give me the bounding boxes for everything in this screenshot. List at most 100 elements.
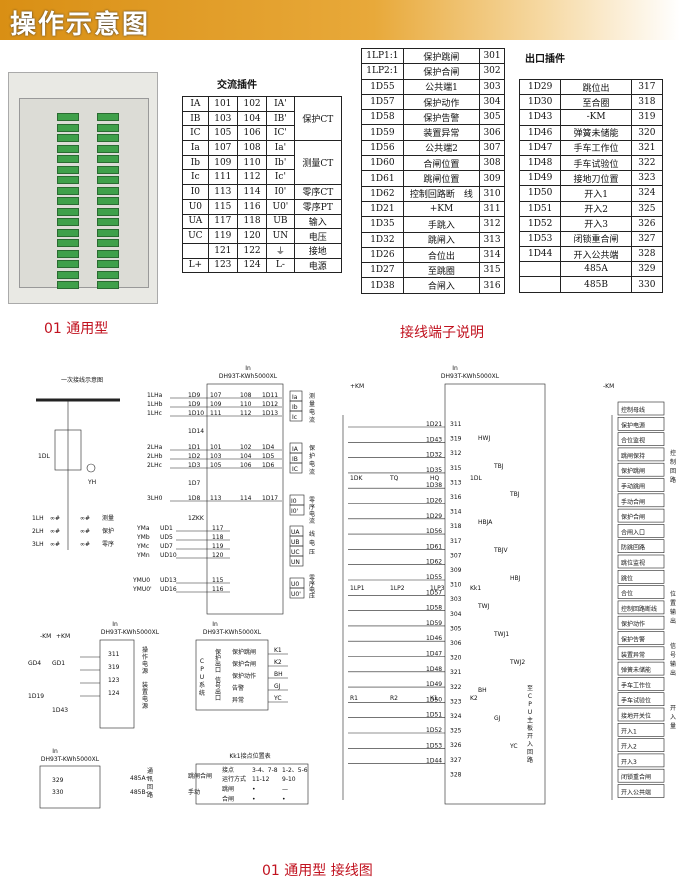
section-banner: 操作示意图 bbox=[0, 0, 680, 40]
pt-label: YH bbox=[87, 479, 96, 486]
primary-title: 一次接线示意图 bbox=[61, 376, 103, 384]
right-group: 信 bbox=[670, 642, 676, 650]
terminal-label: 330 bbox=[52, 789, 64, 796]
node-label: 311 bbox=[450, 421, 462, 428]
breaker-box bbox=[54, 429, 82, 471]
table-cell: 118 bbox=[236, 213, 268, 230]
cpu-label: U bbox=[200, 674, 204, 681]
node-label: 317 bbox=[450, 538, 462, 545]
zero-volt-text: 序 bbox=[309, 580, 315, 588]
node-label: 318 bbox=[450, 523, 462, 530]
table-cell: I0' bbox=[266, 184, 295, 200]
device-model: DH93T-KWh5000XL bbox=[101, 629, 160, 636]
table-cell: 1D57 bbox=[361, 93, 404, 111]
in-label: In bbox=[212, 621, 218, 628]
kk-cell: 跳闸 bbox=[222, 785, 234, 793]
group-label: 测量CT bbox=[293, 140, 343, 186]
misc-label: 1LP1 bbox=[350, 585, 365, 592]
table-cell: UB bbox=[266, 213, 295, 230]
cpu-vert-text: 主 bbox=[527, 716, 533, 724]
right-label-box bbox=[617, 447, 665, 462]
cpu-vert-text: 回 bbox=[527, 749, 533, 756]
table-cell: 至跳圈 bbox=[402, 262, 481, 279]
kk-cell: 合闸 bbox=[222, 795, 234, 803]
table-cell: IA bbox=[182, 96, 209, 112]
table-cell: 1D58 bbox=[361, 109, 404, 126]
cpu-group: 保 bbox=[215, 648, 221, 656]
tag-box bbox=[289, 410, 303, 422]
table-cell: 1D43 bbox=[518, 109, 562, 126]
measure-text: 量 bbox=[309, 401, 315, 408]
ct-label: 2LH bbox=[32, 528, 44, 535]
table-cell: 313 bbox=[479, 231, 505, 248]
right-label-box bbox=[617, 600, 665, 615]
terminal-label: UD13 bbox=[160, 577, 177, 584]
kk-table bbox=[195, 763, 309, 805]
kk-cell: — bbox=[282, 786, 288, 793]
table-cell: UN bbox=[266, 228, 295, 244]
terminal-block bbox=[57, 176, 79, 184]
terminal-label: 1D12 bbox=[262, 401, 278, 408]
terminal-label: 1D10 bbox=[188, 410, 204, 417]
km-label: -KM bbox=[40, 633, 51, 640]
volt-text: 压 bbox=[309, 549, 315, 556]
ct-wire-label: 2LHc bbox=[147, 462, 162, 469]
group-label: 电压 bbox=[293, 228, 343, 244]
right-group: 路 bbox=[670, 476, 676, 484]
measure-text: 电 bbox=[309, 408, 315, 416]
table-cell: 1D35 bbox=[361, 216, 404, 233]
table-cell: Ia bbox=[182, 140, 209, 156]
table-cell: 1D49 bbox=[518, 170, 562, 187]
table-cell: 1D44 bbox=[518, 246, 562, 263]
relay-label: HBJ bbox=[510, 575, 521, 582]
protect-text: 电 bbox=[309, 460, 315, 468]
tag-box bbox=[289, 462, 303, 474]
terminal-block bbox=[57, 144, 79, 153]
terminal-label: 1D17 bbox=[262, 495, 278, 502]
km-label: +KM bbox=[350, 383, 364, 390]
table-cell: UC bbox=[182, 228, 209, 244]
d-label: 1D55 bbox=[426, 574, 442, 581]
terminal-label: 108 bbox=[240, 392, 252, 399]
node-label: 303 bbox=[450, 596, 462, 603]
right-label-box bbox=[617, 768, 665, 783]
node-label: 321 bbox=[450, 669, 462, 676]
table-cell: 合闸入 bbox=[402, 277, 481, 294]
right-label-box bbox=[617, 432, 665, 446]
ct-wire-label: 2LHa bbox=[147, 444, 163, 451]
terminal-label: 106 bbox=[240, 462, 252, 469]
node-label: 315 bbox=[450, 465, 462, 472]
terminal-label: 1D1 bbox=[188, 444, 200, 451]
kk-cell: • bbox=[252, 786, 256, 793]
terminal-label: 1D14 bbox=[188, 428, 204, 435]
protect-text: 保 bbox=[309, 444, 315, 452]
table-cell: 329 bbox=[630, 261, 664, 278]
cpu-vert-text: 至 bbox=[527, 685, 533, 692]
terminal-label: 319 bbox=[108, 664, 120, 671]
table-cell: 装置异常 bbox=[402, 124, 481, 141]
section-title: 操作示意图 bbox=[10, 10, 151, 40]
table-cell: 1D59 bbox=[361, 124, 404, 141]
table-cell: -KM bbox=[560, 109, 632, 126]
terminal-label: 104 bbox=[240, 453, 252, 460]
table-cell: 开入1 bbox=[560, 185, 632, 202]
tag-label: UB bbox=[291, 539, 300, 546]
relay-label: GJ bbox=[494, 715, 501, 722]
d-label: 1D46 bbox=[426, 635, 442, 642]
terminal-label: 1D4 bbox=[262, 444, 274, 451]
table-cell: ⏚ bbox=[266, 242, 295, 259]
table-cell: UA bbox=[182, 213, 209, 230]
tag-label: UC bbox=[291, 549, 300, 556]
terminal-block bbox=[57, 281, 79, 289]
terminal-label: GD1 bbox=[52, 660, 65, 667]
d-label: 1D47 bbox=[426, 651, 442, 658]
table-cell: 108 bbox=[236, 140, 268, 156]
table-cell: 1D60 bbox=[361, 155, 404, 172]
table-cell: 104 bbox=[236, 110, 268, 127]
terminal-label: 105 bbox=[210, 462, 222, 469]
zero-text: 零 bbox=[309, 497, 315, 504]
power-text: 置 bbox=[142, 689, 148, 696]
table-cell: 327 bbox=[630, 230, 664, 248]
